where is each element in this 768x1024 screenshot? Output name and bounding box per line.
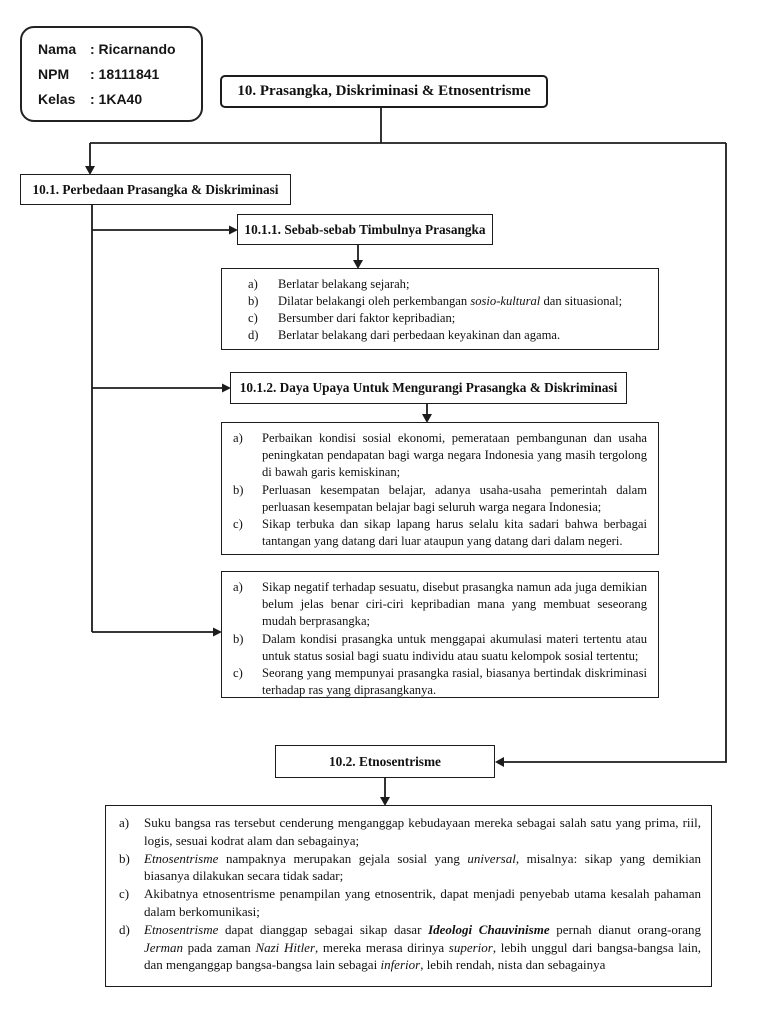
arrowhead-branch-10-1-1 bbox=[229, 225, 238, 235]
student-class-row: Kelas : 1KA40 bbox=[38, 91, 191, 107]
list-item: c) Akibatnya etnosentrisme penampilan yan… bbox=[119, 885, 701, 921]
content-daya-upaya: a) Perbaikan kondisi sosial ekonomi, peme… bbox=[221, 422, 659, 555]
list-item-text: Sikap negatif terhadap sesuatu, disebut … bbox=[262, 580, 647, 629]
list-item: a) Berlatar belakang sejarah; bbox=[233, 276, 647, 293]
list-item: c) Seorang yang mempunyai prasangka rasia… bbox=[233, 665, 647, 699]
arrowhead-drop-10-1-1 bbox=[353, 260, 363, 269]
arrowhead-drop-10-2 bbox=[380, 797, 390, 806]
list-item-text: Etnosentrisme dapat dianggap sebagai sik… bbox=[144, 921, 702, 973]
student-npm-label: NPM bbox=[38, 65, 70, 82]
arrowhead-drop-10-1-2 bbox=[422, 414, 432, 423]
arrowhead-branch-10-1-2 bbox=[222, 383, 231, 393]
content-sebab-prasangka: a) Berlatar belakang sejarah; b) Dilatar be… bbox=[221, 268, 659, 350]
list-item-text: Berlatar belakang dari perbedaan keyakin… bbox=[278, 328, 561, 342]
list-item-text: Suku bangsa ras tersebut cenderung menga… bbox=[144, 815, 701, 848]
list-item: b) Etnosentrisme nampaknya merupakan geja… bbox=[119, 850, 701, 886]
arrowhead-into-10-2 bbox=[495, 757, 504, 767]
list-item: b) Dalam kondisi prasangka untuk menggapa… bbox=[233, 631, 647, 665]
node-10-1-1: 10.1.1. Sebab-sebab Timbulnya Prasangka bbox=[237, 214, 493, 245]
student-info-box: Nama : Ricarnando NPM : 18111841 Kelas :… bbox=[20, 26, 203, 122]
content-etnosentrisme: a) Suku bangsa ras tersebut cenderung men… bbox=[105, 805, 712, 987]
student-npm-value: : 18111841 bbox=[90, 65, 160, 82]
content-prasangka-diskriminasi: a) Sikap negatif terhadap sesuatu, disebu… bbox=[221, 571, 659, 698]
list-item-letter: c) bbox=[233, 517, 243, 532]
list-item: d) Berlatar belakang dari perbedaan keyak… bbox=[233, 327, 647, 344]
list-item-letter: a) bbox=[233, 431, 243, 445]
list-item: c) Sikap terbuka dan sikap lapang harus s… bbox=[233, 516, 647, 550]
list-item-text: Etnosentrisme nampaknya merupakan gejala… bbox=[144, 850, 701, 884]
list-item-text: Seorang yang mempunyai prasangka rasial,… bbox=[262, 666, 647, 698]
list-item-letter: c) bbox=[233, 666, 243, 681]
student-class-value: : 1KA40 bbox=[90, 91, 143, 108]
list-item-text: Akibatnya etnosentrisme penampilan yang … bbox=[144, 886, 701, 919]
list-item-letter: b) bbox=[248, 294, 259, 308]
connector-right-vertical bbox=[504, 143, 727, 763]
node-10-1: 10.1. Perbedaan Prasangka & Diskriminasi bbox=[20, 174, 291, 205]
arrowhead-branch-prasangka bbox=[213, 627, 222, 637]
student-class-label: Kelas bbox=[38, 91, 76, 108]
list-item: a) Suku bangsa ras tersebut cenderung men… bbox=[119, 814, 701, 850]
list-item: b) Perluasan kesempatan belajar, adanya u… bbox=[233, 482, 647, 516]
list-item-letter: d) bbox=[248, 328, 259, 342]
node-10-2: 10.2. Etnosentrisme bbox=[275, 745, 495, 778]
list-item-text: Sikap terbuka dan sikap lapang harus sel… bbox=[262, 517, 647, 549]
list-item: a) Perbaikan kondisi sosial ekonomi, peme… bbox=[233, 430, 647, 482]
list-item-text: Berlatar belakang sejarah; bbox=[278, 277, 410, 291]
list-item-letter: c) bbox=[119, 886, 130, 902]
list-item-text: Bersumber dari faktor kepribadian; bbox=[278, 311, 456, 325]
list-item-letter: a) bbox=[119, 815, 130, 830]
list-item: c) Bersumber dari faktor kepribadian; bbox=[233, 310, 647, 327]
list-item-letter: b) bbox=[233, 482, 244, 497]
list-item: b) Dilatar belakangi oleh perkembangan so… bbox=[233, 293, 647, 310]
list-item-letter: d) bbox=[119, 921, 130, 937]
list-item-letter: b) bbox=[119, 850, 130, 866]
student-name-value: : Ricarnando bbox=[90, 40, 176, 57]
node-title: 10. Prasangka, Diskriminasi & Etnosentri… bbox=[220, 75, 548, 108]
list-item-text: Perluasan kesempatan belajar, adanya usa… bbox=[262, 482, 647, 514]
list-item-text: Perbaikan kondisi sosial ekonomi, pemera… bbox=[262, 431, 647, 480]
list-item-letter: a) bbox=[233, 580, 243, 594]
list-item-text: Dilatar belakangi oleh perkembangan sosi… bbox=[278, 294, 623, 308]
node-10-1-2: 10.1.2. Daya Upaya Untuk Mengurangi Pras… bbox=[230, 372, 627, 404]
list-item-text: Dalam kondisi prasangka untuk menggapai … bbox=[262, 631, 647, 663]
arrowhead-into-10-1 bbox=[85, 166, 95, 175]
list-item: d) Etnosentrisme dapat dianggap sebagai s… bbox=[119, 921, 701, 974]
list-item-letter: b) bbox=[233, 631, 244, 646]
list-item: a) Sikap negatif terhadap sesuatu, disebu… bbox=[233, 579, 647, 631]
list-item-letter: a) bbox=[248, 277, 258, 291]
student-name-row: Nama : Ricarnando bbox=[38, 41, 191, 57]
list-item-letter: c) bbox=[248, 311, 258, 325]
student-npm-row: NPM : 18111841 bbox=[38, 66, 191, 82]
student-name-label: Nama bbox=[38, 40, 77, 57]
